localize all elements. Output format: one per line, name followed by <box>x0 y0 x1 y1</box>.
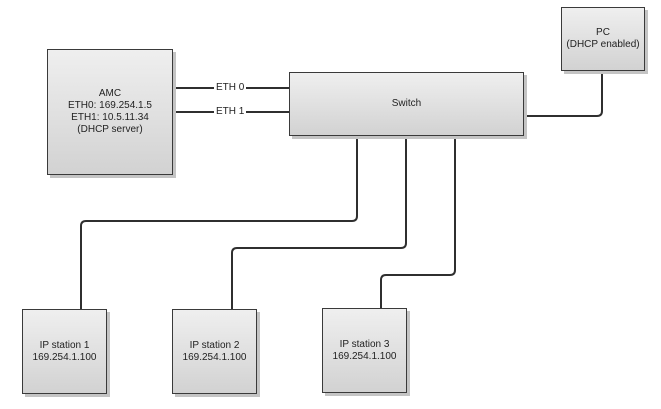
pc-role: (DHCP enabled) <box>566 39 640 50</box>
amc-eth0: ETH0: 169.254.1.5 <box>68 100 152 111</box>
amc-name: AMC <box>98 88 122 99</box>
switch-node[interactable]: Switch <box>289 72 524 136</box>
link-switch-ip3 <box>380 135 456 310</box>
link-switch-ip1 <box>80 135 358 312</box>
amc-role: (DHCP server) <box>77 124 143 135</box>
switch-name: Switch <box>391 98 422 109</box>
ip-station-1-name: IP station 1 <box>39 339 90 351</box>
ip-station-2-node[interactable]: IP station 2 169.254.1.100 <box>172 309 257 394</box>
ip-station-1-address: 169.254.1.100 <box>32 351 97 363</box>
pc-node[interactable]: PC (DHCP enabled) <box>561 7 645 71</box>
ip-station-1-node[interactable]: IP station 1 169.254.1.100 <box>22 309 107 394</box>
link-switch-ip2 <box>231 135 407 312</box>
amc-node[interactable]: AMC ETH0: 169.254.1.5 ETH1: 10.5.11.34 (… <box>47 49 173 175</box>
ip-station-3-address: 169.254.1.100 <box>332 350 397 362</box>
link-label-eth1: ETH 1 <box>214 106 247 118</box>
ip-station-2-name: IP station 2 <box>189 339 240 351</box>
amc-eth1: ETH1: 10.5.11.34 <box>71 112 149 123</box>
ip-station-2-address: 169.254.1.100 <box>182 351 247 363</box>
pc-name: PC <box>596 27 610 38</box>
ip-station-3-node[interactable]: IP station 3 169.254.1.100 <box>322 308 407 393</box>
link-label-eth0: ETH 0 <box>214 82 247 94</box>
ip-station-3-name: IP station 3 <box>339 338 390 350</box>
link-switch-pc <box>523 70 603 117</box>
